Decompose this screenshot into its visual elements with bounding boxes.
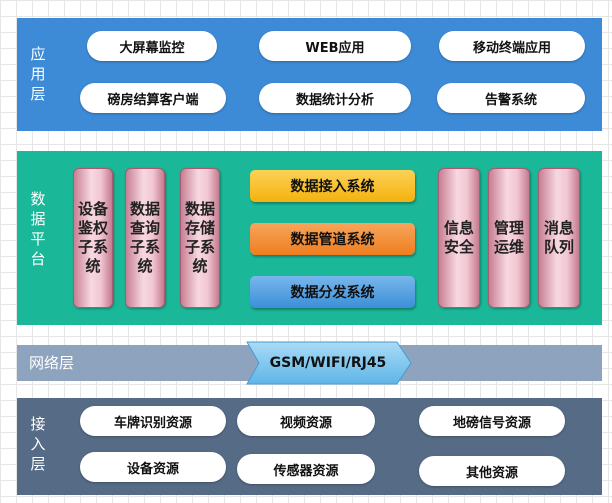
data-access-system-bar: 数据接入系统 <box>250 170 415 202</box>
data-platform-layer-label: 数据平台 <box>30 190 46 268</box>
access-item-sensor: 传感器资源 <box>237 454 375 484</box>
network-banner-arrow <box>246 341 412 385</box>
data-distribution-system-bar: 数据分发系统 <box>250 276 415 308</box>
app-item-big-screen-monitor: 大屏幕监控 <box>87 31 217 61</box>
message-queue-label: 消息队列 <box>543 219 574 256</box>
device-auth-subsystem: 设备鉴权子系统 <box>73 168 113 308</box>
info-security-label: 信息安全 <box>443 219 474 256</box>
app-item-data-statistics: 数据统计分析 <box>259 83 411 113</box>
network-protocols-label: GSM/WIFI/RJ45 <box>269 355 387 371</box>
app-item-web-application: WEB应用 <box>259 31 411 61</box>
access-item-weighbridge-signal: 地磅信号资源 <box>419 406 565 436</box>
info-security-box: 信息安全 <box>438 168 480 308</box>
data-query-subsystem-label: 数据查询子系统 <box>129 200 160 275</box>
access-layer: 接入层 车牌识别资源 视频资源 地磅信号资源 设备资源 传感器资源 其他资源 <box>17 398 602 495</box>
network-layer-label: 网络层 <box>29 354 75 372</box>
data-storage-subsystem: 数据存储子系统 <box>180 168 220 308</box>
application-layer-label: 应用层 <box>30 45 46 103</box>
device-auth-subsystem-label: 设备鉴权子系统 <box>77 200 108 275</box>
data-platform-layer: 数据平台 设备鉴权子系统 数据查询子系统 数据存储子系统 数据接入系统 数据管道… <box>17 151 602 325</box>
network-banner-shape <box>246 341 412 385</box>
application-layer: 应用层 大屏幕监控 WEB应用 移动终端应用 磅房结算客户端 数据统计分析 告警… <box>17 18 602 131</box>
data-pipeline-system-bar: 数据管道系统 <box>250 223 415 255</box>
access-layer-label: 接入层 <box>30 415 46 473</box>
message-queue-box: 消息队列 <box>538 168 580 308</box>
access-item-video: 视频资源 <box>237 406 375 436</box>
app-item-alarm-system: 告警系统 <box>437 83 585 113</box>
management-ops-box: 管理运维 <box>488 168 530 308</box>
data-storage-subsystem-label: 数据存储子系统 <box>184 200 215 275</box>
access-item-plate-recognition: 车牌识别资源 <box>80 406 226 436</box>
app-item-weighbridge-client: 磅房结算客户端 <box>80 83 226 113</box>
management-ops-label: 管理运维 <box>493 219 524 256</box>
access-item-device: 设备资源 <box>80 452 226 482</box>
access-item-other: 其他资源 <box>419 456 565 486</box>
data-query-subsystem: 数据查询子系统 <box>125 168 165 308</box>
app-item-mobile-terminal: 移动终端应用 <box>439 31 585 61</box>
